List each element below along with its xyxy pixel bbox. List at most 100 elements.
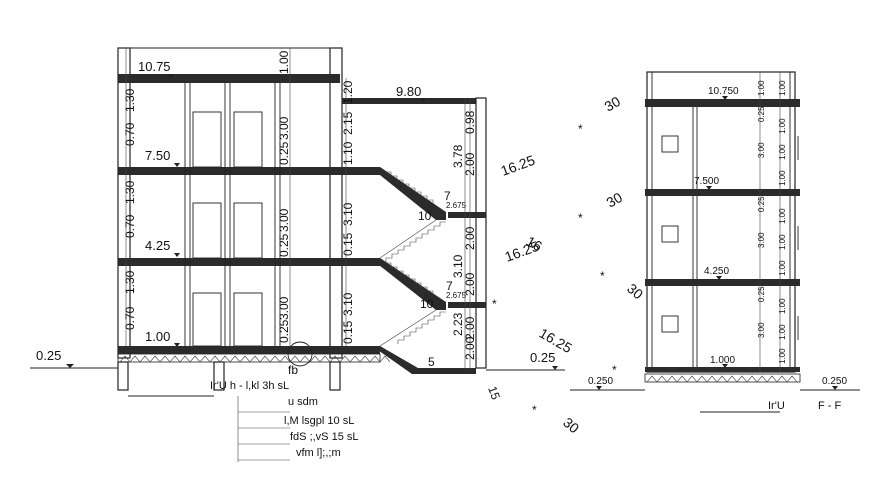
svg-text:7: 7 xyxy=(446,279,453,293)
svg-text:30: 30 xyxy=(560,414,582,436)
legend-line-4: fdS ;,vS 15 sL xyxy=(290,431,358,443)
svg-text:1.00: 1.00 xyxy=(277,50,291,74)
svg-text:1.00: 1.00 xyxy=(778,208,787,224)
svg-text:1.10: 1.10 xyxy=(341,141,355,165)
level-10-75: 10.75 xyxy=(138,59,171,74)
floor-slab-3 xyxy=(118,167,380,175)
window-1 xyxy=(661,135,679,153)
right-level-4-250: 4.250 xyxy=(704,266,729,277)
right-dims-b: 1.00 1.00 1.00 1.00 1.00 1.00 1.00 1.00 … xyxy=(778,80,787,364)
svg-text:7: 7 xyxy=(444,189,451,203)
svg-text:10: 10 xyxy=(418,209,432,223)
right-caption: Ir'U xyxy=(768,400,785,412)
level-4-25: 4.25 xyxy=(145,238,170,253)
svg-text:2.675: 2.675 xyxy=(446,291,467,300)
svg-text:2.00: 2.00 xyxy=(463,226,477,250)
svg-text:0.25: 0.25 xyxy=(277,141,291,165)
right-floor-3 xyxy=(645,189,800,196)
svg-text:2.00: 2.00 xyxy=(463,316,477,340)
svg-text:1.00: 1.00 xyxy=(778,144,787,160)
door-5 xyxy=(192,292,222,347)
outer-level-0-250: 0.250 xyxy=(822,376,847,387)
svg-text:1.00: 1.00 xyxy=(778,348,787,364)
right-section: 10.750 7.500 4.250 1.000 0.250 0.250 1.0… xyxy=(570,71,860,413)
stair-flight-1 xyxy=(370,167,446,220)
svg-text:2.15: 2.15 xyxy=(341,111,355,135)
level-0-25-right: 0.25 xyxy=(530,350,555,365)
legend: Ir'U h - l,kl 3h sL u sdm l,M lsgpl 10 s… xyxy=(128,380,358,462)
svg-text:2.00: 2.00 xyxy=(463,272,477,296)
svg-text:16: 16 xyxy=(524,233,546,255)
right-ground-slab xyxy=(645,367,800,372)
stair-labels: 16.25 16.25 16 16.25 30 30 30 30 xyxy=(499,93,647,437)
svg-text:0.25: 0.25 xyxy=(277,319,291,343)
svg-text:5: 5 xyxy=(428,355,435,369)
legend-line-3: l,M lsgpl 10 sL xyxy=(284,415,354,427)
svg-text:1.00: 1.00 xyxy=(778,170,787,186)
door-6 xyxy=(233,292,263,347)
svg-text:1.20: 1.20 xyxy=(341,80,355,104)
svg-text:3.00: 3.00 xyxy=(277,116,291,140)
level-9-80: 9.80 xyxy=(396,84,421,99)
legend-line-1: Ir'U h - l,kl 3h sL xyxy=(210,380,289,392)
door-2 xyxy=(233,111,263,168)
right-roof-slab xyxy=(645,99,800,107)
asterisk-markers: * * * * * * xyxy=(492,122,617,417)
svg-text:0.70: 0.70 xyxy=(123,214,137,238)
svg-text:2.00: 2.00 xyxy=(463,336,477,360)
svg-text:0.15: 0.15 xyxy=(341,232,355,256)
door-3 xyxy=(192,202,222,259)
svg-text:1.00: 1.00 xyxy=(757,80,766,96)
stair-flight-3 xyxy=(372,346,476,374)
svg-text:0.25: 0.25 xyxy=(757,286,766,302)
svg-text:*: * xyxy=(578,122,583,136)
svg-text:2.23: 2.23 xyxy=(451,312,465,336)
svg-text:3.00: 3.00 xyxy=(277,208,291,232)
footing-detail-circle xyxy=(287,341,313,367)
svg-text:30: 30 xyxy=(602,93,624,115)
legend-line-5: vfm l];,;m xyxy=(296,447,341,459)
svg-text:1.00: 1.00 xyxy=(778,234,787,250)
level-0-25-left: 0.25 xyxy=(36,348,61,363)
level-1-00: 1.00 xyxy=(145,329,170,344)
ground-slab xyxy=(118,346,380,354)
window-2 xyxy=(661,225,679,243)
svg-text:10: 10 xyxy=(420,297,434,311)
svg-text:3.00: 3.00 xyxy=(757,142,766,158)
svg-text:*: * xyxy=(492,297,497,311)
dims-left-column: 1.30 0.70 1.30 0.70 1.30 0.70 xyxy=(123,88,137,330)
svg-text:0.25: 0.25 xyxy=(277,233,291,257)
legend-line-2: u sdm xyxy=(288,396,318,408)
svg-text:*: * xyxy=(578,211,583,225)
svg-text:30: 30 xyxy=(604,189,626,211)
dims-stair-column: 1.20 2.15 1.10 3.10 0.15 3.10 0.15 xyxy=(341,80,355,344)
right-level-0-250: 0.250 xyxy=(588,376,613,387)
svg-text:3.10: 3.10 xyxy=(341,292,355,316)
svg-text:0.70: 0.70 xyxy=(123,122,137,146)
stair-roof-slab xyxy=(342,98,484,104)
stair-flight-2 xyxy=(370,258,446,310)
svg-text:1.00: 1.00 xyxy=(778,324,787,340)
svg-text:0.98: 0.98 xyxy=(463,110,477,134)
right-level-1-000: 1.000 xyxy=(710,355,735,366)
svg-text:2.00: 2.00 xyxy=(463,152,477,176)
dims-mid-column: 1.00 3.00 0.25 3.00 0.25 3.00 0.25 xyxy=(277,50,291,343)
svg-text:0.15: 0.15 xyxy=(341,320,355,344)
svg-text:*: * xyxy=(600,269,605,283)
door-4 xyxy=(233,202,263,259)
svg-text:3.00: 3.00 xyxy=(757,322,766,338)
roof-slab xyxy=(118,74,340,83)
svg-text:1.30: 1.30 xyxy=(123,270,137,294)
dims-stair-right: 0.98 2.00 2.00 2.00 2.00 2.00 xyxy=(463,110,477,360)
svg-text:3.00: 3.00 xyxy=(757,232,766,248)
level-7-50: 7.50 xyxy=(145,148,170,163)
svg-text:3.10: 3.10 xyxy=(451,254,465,278)
right-caption-section: F - F xyxy=(818,400,841,412)
svg-text:0.70: 0.70 xyxy=(123,306,137,330)
svg-text:30: 30 xyxy=(624,280,646,302)
svg-text:2.675: 2.675 xyxy=(446,201,467,210)
right-level-7-500: 7.500 xyxy=(694,176,719,187)
svg-text:1.00: 1.00 xyxy=(778,260,787,276)
svg-text:16.25: 16.25 xyxy=(499,152,538,179)
